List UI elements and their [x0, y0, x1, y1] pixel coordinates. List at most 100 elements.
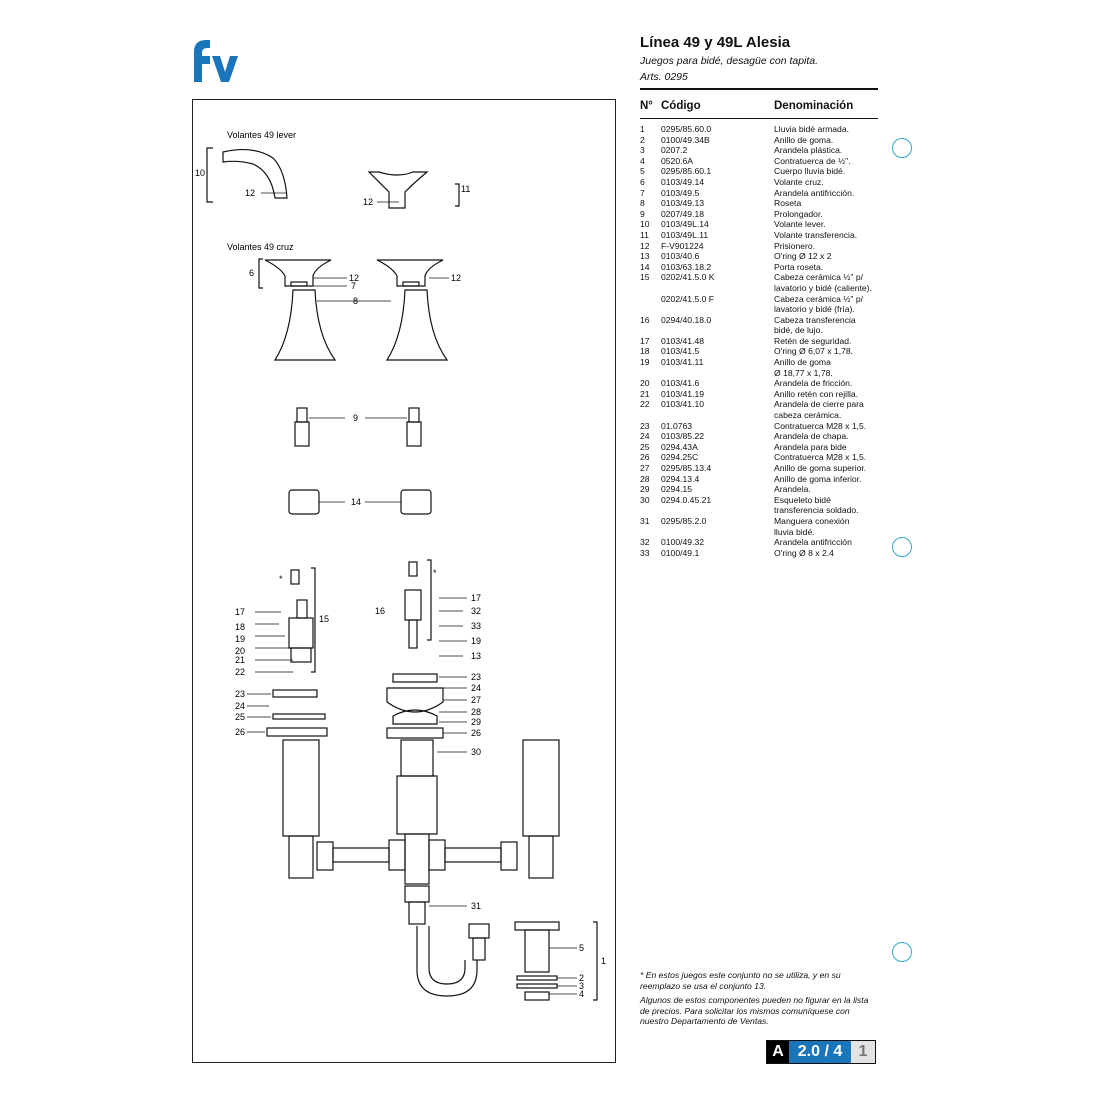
row-name: Anillo retén con rejilla. [774, 388, 859, 399]
row-number: 21 [640, 388, 650, 399]
row-number: 24 [640, 431, 650, 442]
callout-12: 12 [349, 273, 359, 283]
row-number: 25 [640, 441, 650, 452]
callout-23: 23 [235, 689, 245, 699]
caption-volantes-cruz: Volantes 49 cruz [227, 242, 294, 252]
page-subtitle: Juegos para bidé, desagüe con tapita. [640, 55, 819, 67]
exploded-diagram: Volantes 49 lever Volantes 49 cruz 10 12… [192, 99, 616, 1063]
row-code: 0103/85.22 [661, 431, 705, 442]
row-code: 0103/49L.14 [661, 219, 709, 230]
row-number: 9 [640, 208, 645, 219]
asterisk-note: * En estos juegos este conjunto no se ut… [640, 970, 841, 991]
row-number: 29 [640, 484, 650, 495]
row-number: 11 [640, 229, 649, 240]
header-rule [640, 88, 878, 90]
row-name: Arandela plástica. [774, 145, 843, 156]
row-number: 28 [640, 473, 650, 484]
callout-18: 18 [235, 622, 245, 632]
caption-volantes-lever: Volantes 49 lever [227, 130, 296, 140]
row-name: Cuerpo lluvia bidé. [774, 166, 846, 177]
callout-19: 19 [235, 634, 245, 644]
badge-section: A [767, 1041, 789, 1063]
callout-5: 5 [579, 943, 584, 953]
callout-8: 8 [353, 296, 358, 306]
callout-17: 17 [471, 593, 481, 603]
row-code: 0103/41.11 [661, 357, 704, 368]
row-code: 0103/41.19 [661, 388, 705, 399]
callout-25: 25 [235, 712, 245, 722]
row-code: 0520.6A [661, 155, 694, 166]
row-number: 26 [640, 452, 650, 463]
callout-20: 20 [235, 646, 245, 656]
callout-4: 4 [579, 989, 584, 999]
row-number: 32 [640, 537, 650, 548]
row-code: 0103/49.14 [661, 176, 705, 187]
binder-hole [892, 942, 912, 962]
column-name: Denominación [774, 100, 854, 112]
row-name: Contratuerca M28 x 1,5. [774, 420, 867, 431]
row-number: 30 [640, 494, 650, 505]
callout-asterisk: * [433, 568, 437, 578]
row-code: 0294/40.18.0 [661, 314, 712, 325]
row-name: Arandela de fricción. [774, 378, 853, 389]
callout-30: 30 [471, 747, 481, 757]
row-number: 3 [640, 145, 645, 156]
row-number: 5 [640, 166, 645, 177]
row-code: 0294.0.45.21 [661, 494, 712, 505]
row-code: 0202/41.5.0 K [661, 272, 715, 283]
row-code: 0100/49.32 [661, 537, 705, 548]
row-code: 0103/49.5 [661, 187, 700, 198]
row-number: 14 [640, 261, 650, 272]
table-row: 21 0103/41.19 Anillo retén con rejilla. [640, 389, 878, 400]
binder-hole [892, 138, 912, 158]
callout-10: 10 [195, 168, 205, 178]
page-title: Línea 49 y 49L Alesia [640, 34, 791, 51]
callout-26: 26 [471, 728, 481, 738]
row-name: Cabeza cerámica ½" p/ lavatorio y bidé (… [774, 293, 864, 315]
row-name: Arandela. [774, 484, 811, 495]
callout-9: 9 [353, 413, 358, 423]
row-name: Contratuerca de ½". [774, 155, 851, 166]
callout-23: 23 [471, 672, 481, 682]
row-code: 0103/41.5 [661, 346, 700, 357]
row-name: Prisionero. [774, 240, 816, 251]
row-name: Porta roseta. [774, 261, 824, 272]
row-number: 22 [640, 399, 650, 410]
badge-page: 2.0 / 4 [789, 1041, 851, 1063]
row-name: Prolongador. [774, 208, 823, 219]
page-badge: A 2.0 / 4 1 [766, 1040, 876, 1064]
row-number: 13 [640, 251, 650, 262]
column-code: Código [661, 100, 701, 112]
callout-24: 24 [471, 683, 481, 693]
row-name: Arandela antifricción. [774, 187, 855, 198]
row-number: 23 [640, 420, 650, 431]
row-number [640, 294, 661, 315]
row-code: 0295/85.60.1 [661, 166, 712, 177]
callout-29: 29 [471, 717, 481, 727]
callout-15: 15 [319, 614, 329, 624]
callout-3: 3 [579, 981, 584, 991]
callout-2: 2 [579, 973, 584, 983]
callout-13: 13 [471, 651, 481, 661]
row-name: Volante lever. [774, 219, 826, 230]
row-code: 0103/41.6 [661, 378, 700, 389]
row-name: O'ring Ø 8 x 2.4 [774, 547, 834, 558]
row-number: 2 [640, 134, 645, 145]
row-code: 0294.15 [661, 484, 693, 495]
row-number: 12 [640, 240, 650, 251]
